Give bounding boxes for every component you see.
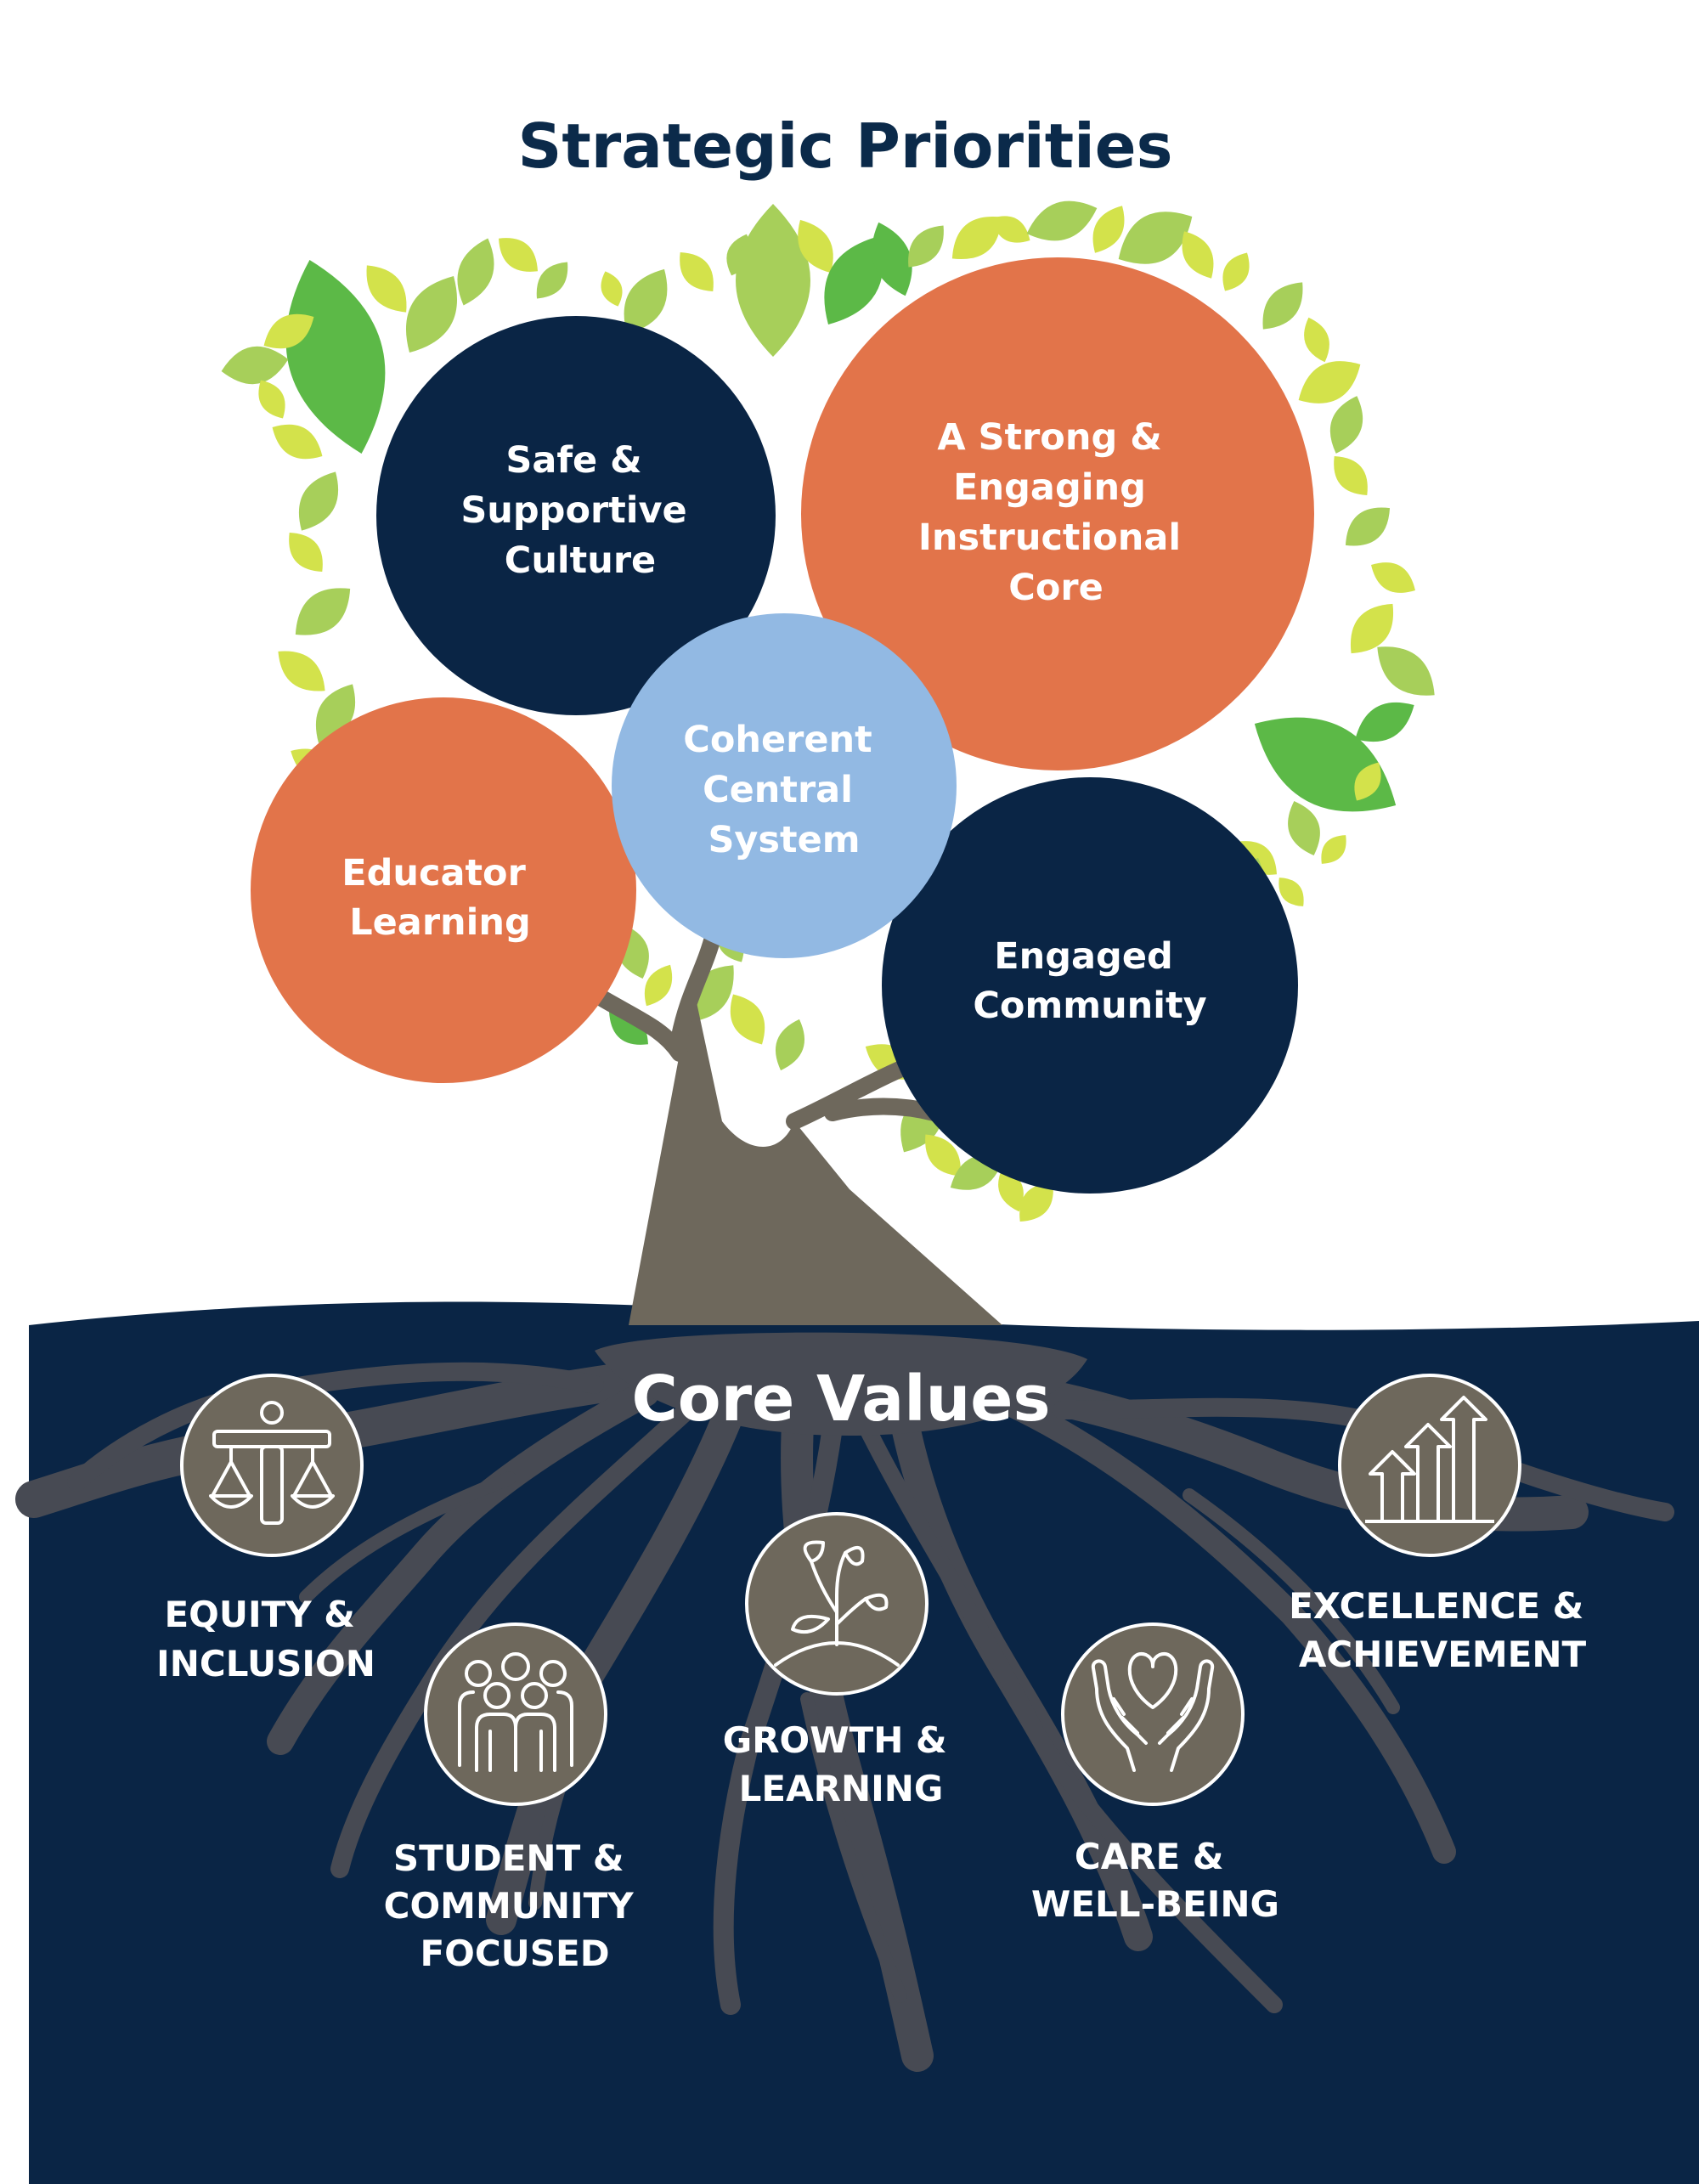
leaf bbox=[1026, 200, 1098, 241]
priority-circle-educator-learning bbox=[251, 697, 636, 1083]
leaf bbox=[624, 268, 668, 335]
group-people-icon bbox=[424, 1622, 607, 1806]
value-label-care-well-being: CARE & WELL-BEING bbox=[1031, 1836, 1279, 1925]
value-label-equity-inclusion: EQUITY & INCLUSION bbox=[156, 1594, 375, 1685]
value-label-growth-learning: GROWTH & LEARNING bbox=[723, 1719, 960, 1809]
leaf bbox=[1278, 878, 1304, 906]
leaf bbox=[1288, 801, 1320, 855]
core-values-title: Core Values bbox=[631, 1363, 1050, 1436]
leaf bbox=[872, 222, 912, 296]
leaf bbox=[798, 219, 833, 274]
value-label-student-community-focused: STUDENT & COMMUNITY FOCUSED bbox=[384, 1837, 646, 1974]
leaf bbox=[1321, 835, 1346, 864]
leaf bbox=[289, 533, 323, 572]
leaf bbox=[366, 265, 407, 313]
leaf bbox=[824, 236, 883, 324]
priority-label-engaged-community: Engaged Community bbox=[973, 935, 1206, 1027]
leaf bbox=[221, 346, 289, 385]
leaf bbox=[1298, 361, 1361, 404]
priority-label-coherent-central-system: Coherent Central System bbox=[683, 719, 884, 861]
leaf bbox=[272, 424, 323, 460]
tree-trunk bbox=[629, 1002, 1002, 1325]
leaf bbox=[1019, 1182, 1053, 1222]
priority-circles bbox=[251, 257, 1314, 1194]
priority-label-strong-engaging-core: A Strong & Engaging Instructional Core bbox=[918, 416, 1194, 609]
leaf bbox=[644, 964, 673, 1007]
leaf bbox=[908, 225, 944, 268]
leaf bbox=[499, 238, 538, 272]
leaf-canopy bbox=[221, 200, 1435, 1222]
leaf bbox=[263, 313, 314, 349]
leaf bbox=[1304, 317, 1329, 363]
leaf bbox=[1345, 507, 1391, 546]
leaf bbox=[1334, 456, 1368, 495]
leaf bbox=[295, 588, 351, 635]
leaf bbox=[730, 994, 765, 1045]
leaf bbox=[951, 216, 1002, 260]
priority-circle-safe-supportive-culture bbox=[376, 316, 776, 715]
sprout-icon bbox=[745, 1512, 929, 1696]
leaf bbox=[736, 204, 810, 357]
hands-heart-icon bbox=[1061, 1622, 1245, 1806]
leaf bbox=[601, 271, 623, 307]
priority-label-safe-supportive-culture: Safe & Supportive Culture bbox=[460, 439, 699, 582]
leaf bbox=[1377, 646, 1435, 696]
value-label-excellence-achievement: EXCELLENCE & ACHIEVEMENT bbox=[1289, 1585, 1596, 1675]
leaf bbox=[1262, 282, 1303, 330]
priority-circle-coherent-central-system bbox=[612, 613, 957, 958]
priority-circle-strong-engaging-core bbox=[801, 257, 1314, 770]
leaf bbox=[991, 216, 1030, 243]
leaf bbox=[278, 651, 325, 691]
leaf bbox=[285, 260, 386, 454]
leaf bbox=[1092, 206, 1125, 253]
priority-circle-engaged-community bbox=[882, 777, 1298, 1194]
leaf bbox=[1222, 252, 1250, 291]
leaf bbox=[258, 380, 285, 419]
leaf bbox=[406, 275, 457, 353]
leaf bbox=[1118, 212, 1193, 264]
page-title: Strategic Priorities bbox=[518, 110, 1173, 182]
leaf bbox=[298, 471, 339, 531]
scales-person-icon bbox=[180, 1374, 364, 1557]
leaf bbox=[1329, 396, 1363, 454]
priority-label-educator-learning: Educator Learning bbox=[341, 852, 539, 944]
leaf bbox=[1355, 702, 1414, 742]
leaf bbox=[1371, 562, 1415, 593]
leaf bbox=[457, 238, 494, 306]
leaf bbox=[1354, 762, 1381, 801]
rising-arrows-icon bbox=[1338, 1374, 1521, 1557]
leaf bbox=[1350, 603, 1394, 654]
leaf bbox=[680, 252, 714, 291]
leaf bbox=[925, 1134, 961, 1177]
leaf bbox=[775, 1019, 805, 1071]
leaf bbox=[536, 262, 568, 299]
root-crown bbox=[595, 1332, 1087, 1436]
tree-branches bbox=[586, 926, 943, 1130]
leaf bbox=[1182, 231, 1214, 279]
